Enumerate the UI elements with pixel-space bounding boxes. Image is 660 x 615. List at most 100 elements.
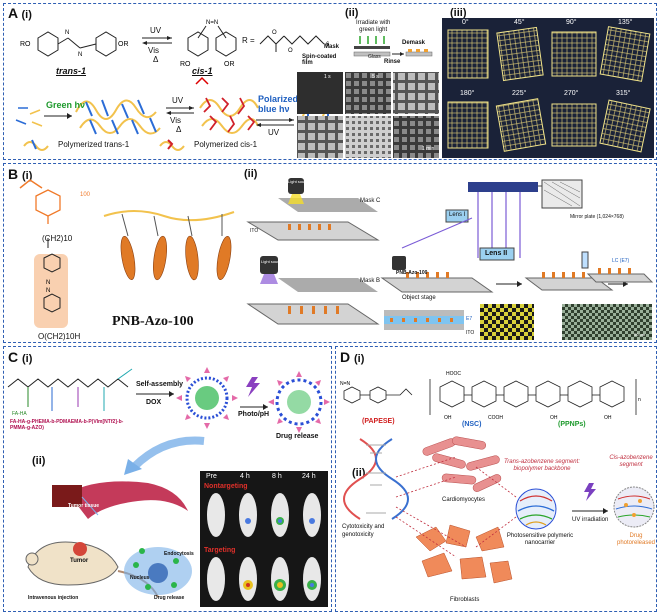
equilibrium-arrows	[142, 36, 172, 45]
light-source-label-2: Light source	[261, 259, 283, 264]
mask-label: Mask	[324, 44, 340, 50]
mask-c-label: Mask C	[360, 198, 381, 204]
svg-text:N=N: N=N	[206, 20, 218, 26]
angle-label-45: 45°	[514, 19, 525, 26]
pom-image-1	[480, 304, 534, 340]
light-bolt-icon	[246, 377, 260, 397]
svg-text:OH: OH	[444, 415, 452, 421]
svg-text:6: 6	[326, 42, 330, 48]
angle-label-0: 0°	[462, 19, 469, 26]
vis-label-2: Vis	[170, 116, 181, 125]
svg-text:RO: RO	[20, 41, 31, 48]
panel-b-ii-label: (ii)	[244, 168, 258, 180]
cis-azo-structure: N=N RO OR	[180, 20, 237, 68]
released-nanocarrier	[613, 486, 655, 528]
equilibrium-arrows-2	[166, 106, 194, 115]
scale-label: 50 μm	[634, 332, 646, 337]
panel-d: D (i) N=N HOOC OH COOH OH OH n (PAPESE) …	[335, 346, 657, 612]
rinse-label: Rinse	[384, 59, 401, 65]
mask-process-diagram	[353, 36, 433, 57]
targeting-label: Targeting	[204, 547, 236, 554]
legend-cis-icon	[159, 139, 185, 151]
angle-label-270: 270°	[564, 90, 579, 97]
tumor-tissue-label: Tumor tissue	[68, 503, 100, 509]
cardiomyocytes-label: Cardiomyocytes	[442, 497, 486, 503]
pnb-azo-name: PNB-Azo-100	[112, 314, 194, 329]
fibroblasts-label: Fibroblasts	[450, 597, 480, 603]
panel-a-label: A (i)	[8, 5, 32, 21]
micelle-released	[268, 371, 330, 433]
svg-text:N: N	[46, 288, 50, 294]
r-group-label: R =	[242, 36, 255, 45]
svg-text:HOOC: HOOC	[446, 371, 461, 377]
panel-a-iii-label: (iii)	[450, 7, 467, 19]
pnb-azo-structure: 100 N N	[19, 179, 91, 328]
photoalignment-setup-bottom	[246, 256, 380, 325]
iv-label: Intravenous injection	[28, 595, 79, 601]
fibroblasts-cluster	[415, 524, 513, 584]
photosensitive-label: Photosensitive polymeric nanocarrier	[506, 533, 574, 546]
svg-text:OR: OR	[118, 41, 129, 48]
endocytosis-label: Endocytosis	[164, 551, 194, 557]
uv-label-2: UV	[172, 96, 184, 105]
svg-text:O: O	[272, 30, 277, 36]
drug-photoreleased-label: Drug photoreleased	[616, 533, 656, 546]
nontargeting-label: Nontargeting	[204, 483, 248, 490]
cis-bent-icon	[195, 76, 209, 85]
ito-label-2: ITO	[466, 330, 475, 336]
trans-segment-label: Trans-azobenzene segment: biopolymer bac…	[504, 459, 580, 472]
self-assembly-arrow	[136, 391, 174, 397]
sem-label-3: 1 min	[422, 146, 435, 152]
uv-label-3: UV	[268, 128, 280, 137]
polarized-arrows	[256, 118, 294, 127]
panel-c-ii-label: (ii)	[32, 455, 46, 467]
dox-label: DOX	[146, 399, 162, 406]
side-chain-polymer-cartoon	[103, 210, 235, 281]
polymer-name: FA-HA-g-PHEMA-b-PDMAEMA-b-P(VIm[NTf2]-b-…	[10, 419, 124, 431]
photosensitive-nanocarrier	[515, 488, 557, 530]
angle-label-315: 315°	[616, 90, 631, 97]
fa-ha-label: FA-HA	[12, 411, 27, 417]
mouse-illustration	[25, 481, 192, 598]
legend-trans-icon	[23, 139, 49, 151]
panel-b: B (i) 100 N N (CH2)10 O(CH2)10H PNB-Azo-…	[3, 163, 657, 343]
light-source-label-1: Light source	[288, 179, 310, 184]
svg-text:N=N: N=N	[340, 381, 351, 387]
svg-text:n: n	[638, 397, 641, 403]
uv-irradiation-label: UV irradiation	[572, 517, 609, 523]
block-copolymer-structure: FA-HA	[7, 368, 133, 417]
panel-c: C (i) FA-HA FA-HA-g-PHEMA-b-PDMAEMA-b-P(…	[3, 346, 332, 612]
panel-d-label: D (i)	[340, 349, 365, 365]
angle-label-135: 135°	[618, 19, 633, 26]
curved-blue-arrow	[124, 436, 205, 475]
ppnps-label: (PPNPs)	[558, 421, 586, 428]
time-label-4h: 4 h	[240, 473, 250, 480]
green-arrow	[44, 113, 72, 119]
ito-label-1: ITO	[250, 228, 259, 234]
polarized-photo-grid: 0° 45° 90° 135° 180° 225° 270° 315°	[442, 18, 654, 158]
svg-text:N: N	[46, 280, 50, 286]
polymerized-trans-cartoon	[75, 99, 161, 135]
lens1-label: Lens I	[449, 212, 466, 218]
drug-release-label: Drug release	[276, 433, 319, 440]
svg-text:OR: OR	[224, 61, 235, 68]
mirror-plate-label: Mirror plate (1,024×768)	[570, 214, 624, 220]
cis1-label: cis-1	[192, 66, 213, 76]
svg-text:OH: OH	[604, 415, 612, 421]
ch2-label: (CH2)10	[42, 234, 73, 243]
svg-text:O: O	[288, 48, 293, 54]
angle-label-180: 180°	[460, 90, 475, 97]
dashed-connectors	[395, 456, 517, 558]
monomer-mix-icon	[15, 107, 43, 127]
glass-label: Glass	[368, 54, 381, 60]
mask-b-label: Mask B	[360, 278, 381, 284]
green-hv-label: Green hν	[46, 100, 86, 110]
pom-pattern-1	[480, 304, 534, 340]
nanocarrier-chemical-structure: N=N HOOC OH COOH OH OH n	[340, 371, 641, 421]
lc-e7-label: LC (E7)	[612, 258, 630, 264]
lens2-label: Lens II	[485, 250, 508, 257]
dna-helix	[343, 438, 409, 520]
micelle-loaded	[176, 367, 238, 429]
